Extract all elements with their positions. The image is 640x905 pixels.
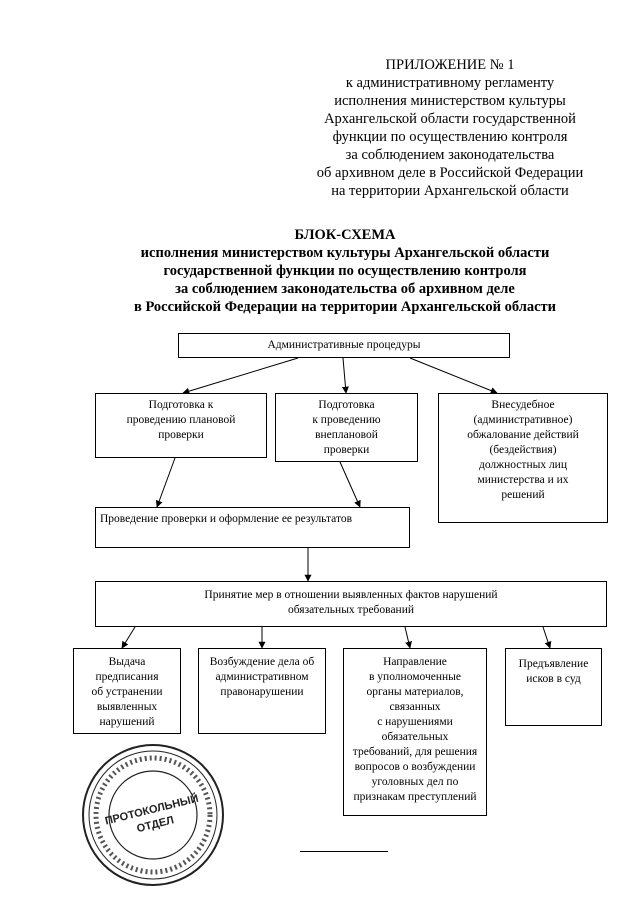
appendix-line: на территории Архангельской области [331, 183, 569, 199]
heading-line: за соблюдением законодательства об архив… [175, 281, 515, 297]
box-unplanned-inspection-prep: Подготовка к проведению внеплановой пров… [275, 393, 418, 462]
appendix-title: ПРИЛОЖЕНИЕ № 1 [385, 57, 515, 73]
arrow-to-order [121, 626, 136, 649]
box-administrative-procedures: Административные процедуры [178, 333, 510, 358]
arrow-to-unplanned [341, 357, 349, 394]
appendix-line: исполнения министерством культуры [334, 93, 566, 109]
box-issue-order: Выдача предписания об устранении выявлен… [73, 648, 181, 734]
box-out-of-court-appeal: Внесудебное (административное) обжалован… [438, 393, 608, 523]
arrow-to-court [542, 626, 552, 649]
box-planned-inspection-prep: Подготовка к проведению плановой проверк… [95, 393, 267, 458]
appendix-line: об архивном деле в Российской Федерации [316, 165, 584, 181]
appendix-line: за соблюдением законодательства [345, 147, 555, 163]
appendix-line: Архангельской области государственной [324, 111, 576, 127]
box-inspection-results: Проведение проверки и оформление ее резу… [95, 507, 410, 548]
box-administrative-case: Возбуждение дела об административном пра… [198, 648, 326, 734]
signature-line [300, 851, 388, 852]
heading-line: государственной функции по осуществлению… [163, 263, 527, 279]
heading-title: БЛОК-СХЕМА [294, 227, 396, 243]
arrow-to-planned [182, 357, 299, 395]
heading-line: исполнения министерством культуры Арханг… [140, 245, 550, 261]
flowchart-heading: БЛОК-СХЕМА исполнения министерством куль… [90, 226, 600, 316]
official-stamp: ПРОТОКОЛЬНЫЙ ОТДЕЛ [82, 744, 224, 886]
arrow-to-appeal [409, 357, 498, 394]
arrow-unplanned-to-inspection [339, 461, 361, 508]
heading-line: в Российской Федерации на территории Арх… [133, 299, 557, 315]
box-court-claims: Предъявление исков в суд [505, 648, 602, 726]
box-measures: Принятие мер в отношении выявленных факт… [95, 581, 607, 627]
appendix-header: ПРИЛОЖЕНИЕ № 1 к административному регла… [300, 56, 600, 200]
arrow-planned-to-inspection [155, 457, 176, 508]
arrow-to-referral [404, 626, 412, 649]
box-referral-to-authorities: Направление в уполномоченные органы мате… [343, 648, 487, 816]
appendix-line: к административному регламенту [345, 75, 555, 91]
appendix-line: функции по осуществлению контроля [332, 129, 568, 145]
